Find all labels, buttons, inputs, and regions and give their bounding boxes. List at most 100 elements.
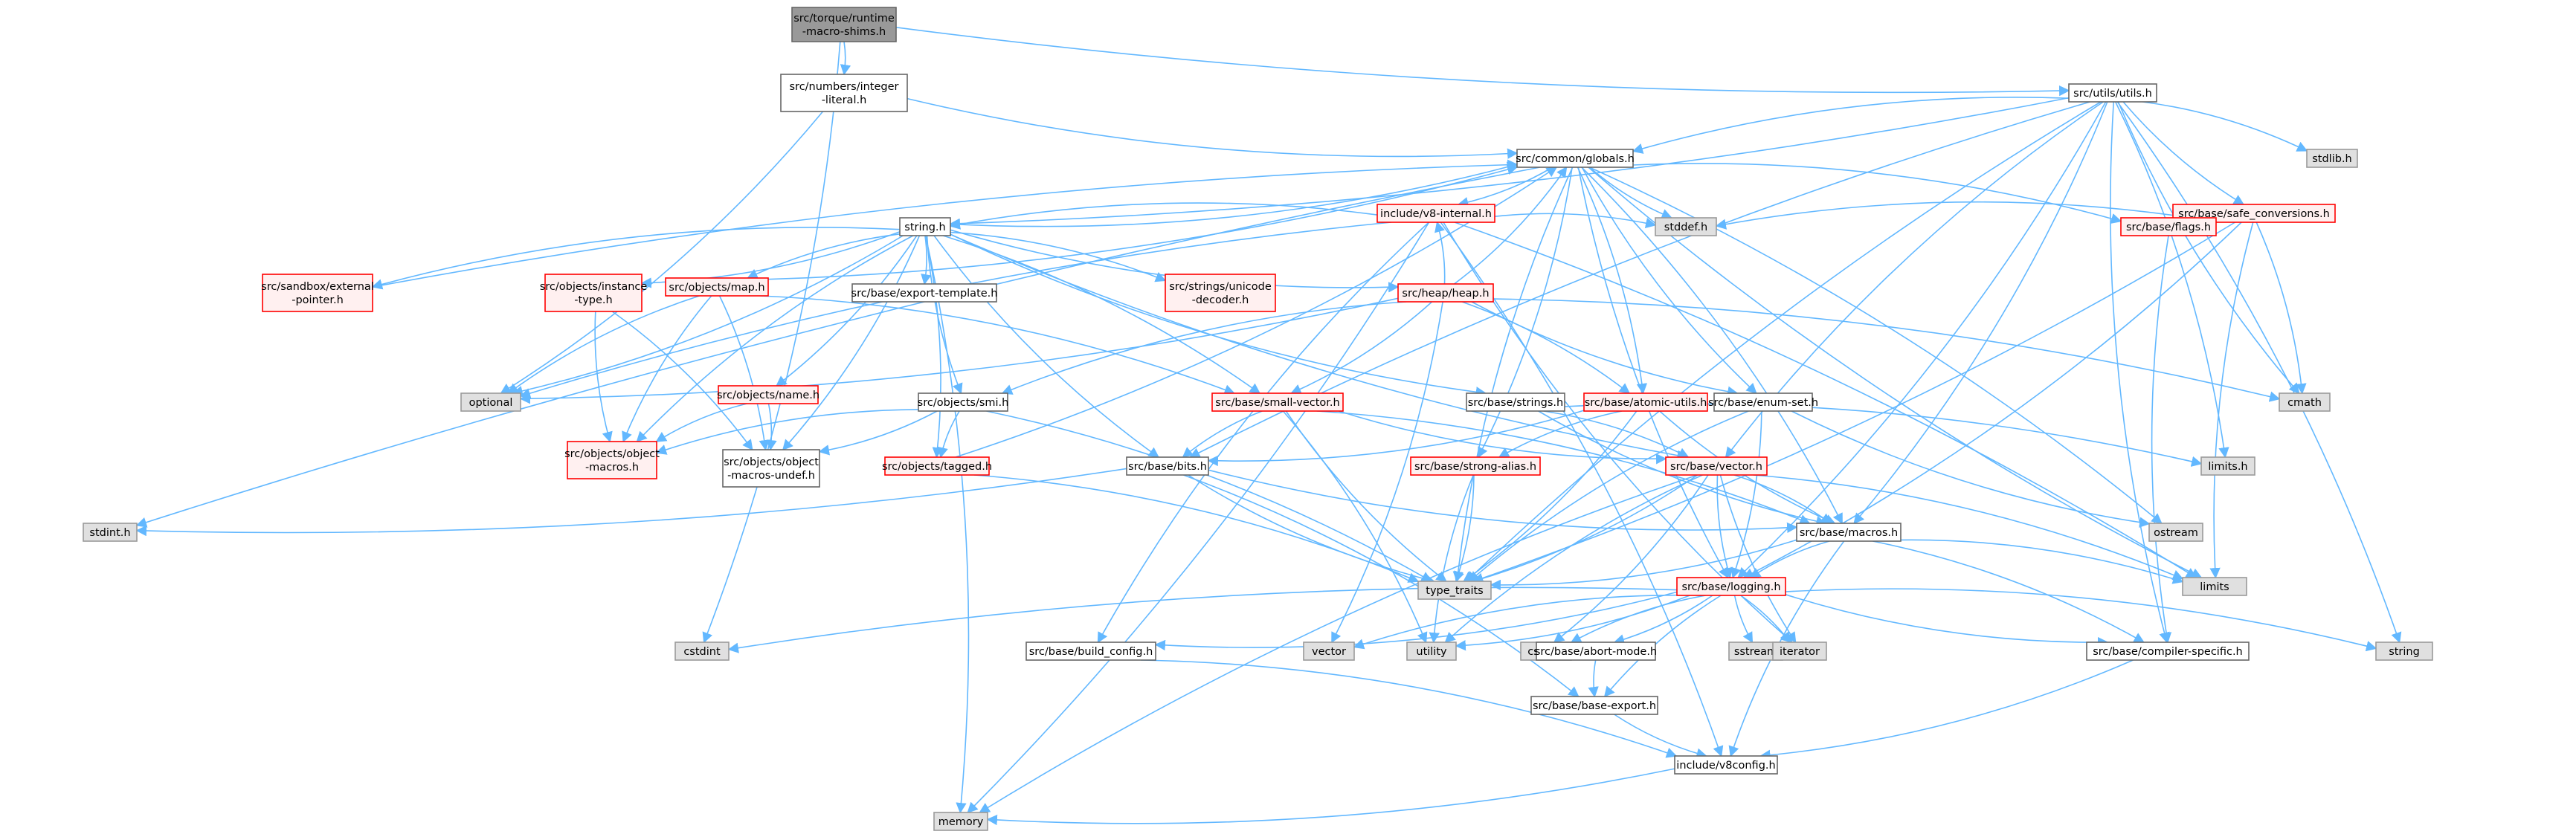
- edge-vectorh-to-cstring: [1553, 474, 1709, 643]
- node-label: cstdint: [683, 646, 721, 658]
- node-heap[interactable]: src/heap/heap.h: [1397, 283, 1494, 303]
- node-flags[interactable]: src/base/flags.h: [2120, 217, 2217, 236]
- edge-integer_literal-to-optional: [500, 111, 824, 394]
- edge-stringh-to-objmacrosundef: [782, 235, 921, 451]
- edge-globals-to-enumset: [1581, 167, 1757, 394]
- edge-utils-to-stringstd: [2116, 101, 2402, 644]
- node-label: src/base/bits.h: [1128, 461, 1207, 473]
- edge-heap-to-atomicutils: [1461, 301, 1631, 394]
- edge-instancetype-to-objmacrosundef: [611, 311, 753, 451]
- node-unicode[interactable]: src/strings/unicode-decoder.h: [1165, 274, 1276, 312]
- edge-vectorh-to-iterator: [1719, 474, 1797, 644]
- edge-logging-to-abortmode: [1613, 595, 1713, 645]
- edge-v8internal-to-stddef: [1494, 213, 1657, 229]
- edge-globals-to-atomicutils: [1577, 167, 1648, 395]
- node-instancetype[interactable]: src/objects/instance-type.h: [540, 274, 648, 312]
- node-label: -literal.h: [822, 94, 867, 106]
- node-label: stdlib.h: [2312, 153, 2352, 165]
- edge-stringh-to-tagged: [924, 235, 943, 459]
- node-label: memory: [938, 816, 984, 828]
- node-stringh[interactable]: string.h: [899, 217, 951, 236]
- edge-bits-to-baseexport: [1183, 474, 1580, 697]
- node-integer_literal[interactable]: src/numbers/integer-literal.h: [780, 74, 908, 112]
- edge-globals-to-typetraits: [1452, 167, 1574, 583]
- node-exporttemplate[interactable]: src/base/export-template.h: [851, 283, 998, 303]
- node-box: [1410, 456, 1541, 476]
- node-buildconfig[interactable]: src/base/build_config.h: [1025, 642, 1156, 661]
- edge-macros-to-typetraits: [1490, 539, 1797, 591]
- node-stdlib: stdlib.h: [2306, 149, 2358, 168]
- node-box: [544, 274, 643, 312]
- edge-utils-to-logging: [1737, 101, 2107, 578]
- node-box: [1165, 274, 1276, 312]
- edge-utils-to-limitsh: [2114, 101, 2229, 459]
- node-box: [1796, 523, 1902, 542]
- edge-buildconfig-to-v8config: [1140, 659, 1678, 758]
- edge-logging-to-vector: [1353, 594, 1678, 650]
- node-cmath: cmath: [2279, 392, 2331, 412]
- node-label: src/base/strings.h: [1468, 397, 1563, 409]
- node-objmacros[interactable]: src/objects/object-macros.h: [564, 441, 660, 479]
- node-label: type_traits: [1426, 585, 1483, 597]
- node-bits[interactable]: src/base/bits.h: [1126, 456, 1209, 476]
- edge-utils-to-typetraits: [1465, 101, 2102, 582]
- edge-globals-to-stddef: [1588, 167, 1672, 219]
- node-box: [1406, 642, 1457, 661]
- node-label: include/v8-internal.h: [1380, 208, 1492, 220]
- node-strongalias[interactable]: src/base/strong-alias.h: [1410, 456, 1541, 476]
- node-box: [2120, 217, 2217, 236]
- node-box: [1397, 283, 1494, 303]
- node-label: src/base/enum-set.h: [1708, 397, 1818, 409]
- edge-heap-to-smallvector: [1290, 301, 1433, 395]
- node-label: -decoder.h: [1192, 294, 1249, 306]
- node-v8config[interactable]: include/v8config.h: [1674, 755, 1778, 775]
- node-label: src/base/logging.h: [1681, 581, 1780, 593]
- edge-root-to-utils: [895, 27, 2070, 97]
- node-vectorh[interactable]: src/base/vector.h: [1665, 456, 1768, 476]
- node-label: src/objects/smi.h: [918, 397, 1009, 409]
- node-box: [884, 456, 990, 476]
- node-objname[interactable]: src/objects/name.h: [717, 385, 820, 404]
- node-label: src/sandbox/external: [261, 281, 374, 293]
- edge-enumset-to-typetraits: [1468, 410, 1749, 582]
- node-compilerspecific[interactable]: src/base/compiler-specific.h: [2086, 642, 2250, 661]
- node-label: -macro-shims.h: [802, 26, 886, 38]
- node-baseexport[interactable]: src/base/base-export.h: [1530, 696, 1658, 715]
- node-label: src/torque/runtime: [793, 13, 895, 25]
- node-box: [665, 277, 769, 297]
- node-label: stddef.h: [1664, 222, 1707, 233]
- edge-globals-to-limits: [1588, 167, 2203, 578]
- node-objmacrosundef[interactable]: src/objects/object-macros-undef.h: [722, 449, 820, 488]
- node-limits: limits: [2182, 577, 2247, 596]
- edge-stringh-to-objmacros: [636, 235, 914, 443]
- node-smallvector[interactable]: src/base/small-vector.h: [1211, 392, 1344, 412]
- node-root[interactable]: src/torque/runtime-macro-shims.h: [791, 7, 897, 42]
- node-macros[interactable]: src/base/macros.h: [1796, 523, 1902, 542]
- edge-safeconv-to-limits: [2209, 222, 2254, 579]
- node-tagged[interactable]: src/objects/tagged.h: [882, 456, 992, 476]
- node-box: [933, 812, 988, 831]
- node-label: src/heap/heap.h: [1402, 288, 1489, 300]
- node-label: src/utils/utils.h: [2073, 88, 2152, 100]
- node-globals[interactable]: src/common/globals.h: [1516, 149, 1635, 168]
- edge-heap-to-cmath: [1493, 298, 2281, 402]
- edge-heap-to-optional: [519, 297, 1399, 404]
- node-atomicutils[interactable]: src/base/atomic-utils.h: [1583, 392, 1708, 412]
- edge-strings-to-vectorh: [1543, 410, 1690, 458]
- node-utils[interactable]: src/utils/utils.h: [2068, 83, 2157, 103]
- edge-macros-to-limits: [1900, 539, 2184, 584]
- edge-enumset-to-ostream: [1791, 410, 2151, 528]
- node-abortmode[interactable]: src/base/abort-mode.h: [1535, 642, 1657, 661]
- edge-strongalias-to-utility: [1429, 474, 1474, 644]
- edge-objname-to-objmacrosundef: [766, 403, 777, 451]
- node-enumset[interactable]: src/base/enum-set.h: [1708, 392, 1818, 412]
- edge-enumset-to-logging: [1730, 410, 1762, 579]
- node-v8internal[interactable]: include/v8-internal.h: [1376, 204, 1495, 223]
- node-sandbox[interactable]: src/sandbox/external-pointer.h: [261, 274, 374, 312]
- node-logging[interactable]: src/base/logging.h: [1676, 577, 1786, 596]
- node-smi[interactable]: src/objects/smi.h: [918, 392, 1009, 412]
- node-strings[interactable]: src/base/strings.h: [1466, 392, 1565, 412]
- node-objmap[interactable]: src/objects/map.h: [665, 277, 769, 297]
- edge-heap-to-smi: [1001, 301, 1407, 395]
- node-box: [460, 392, 521, 412]
